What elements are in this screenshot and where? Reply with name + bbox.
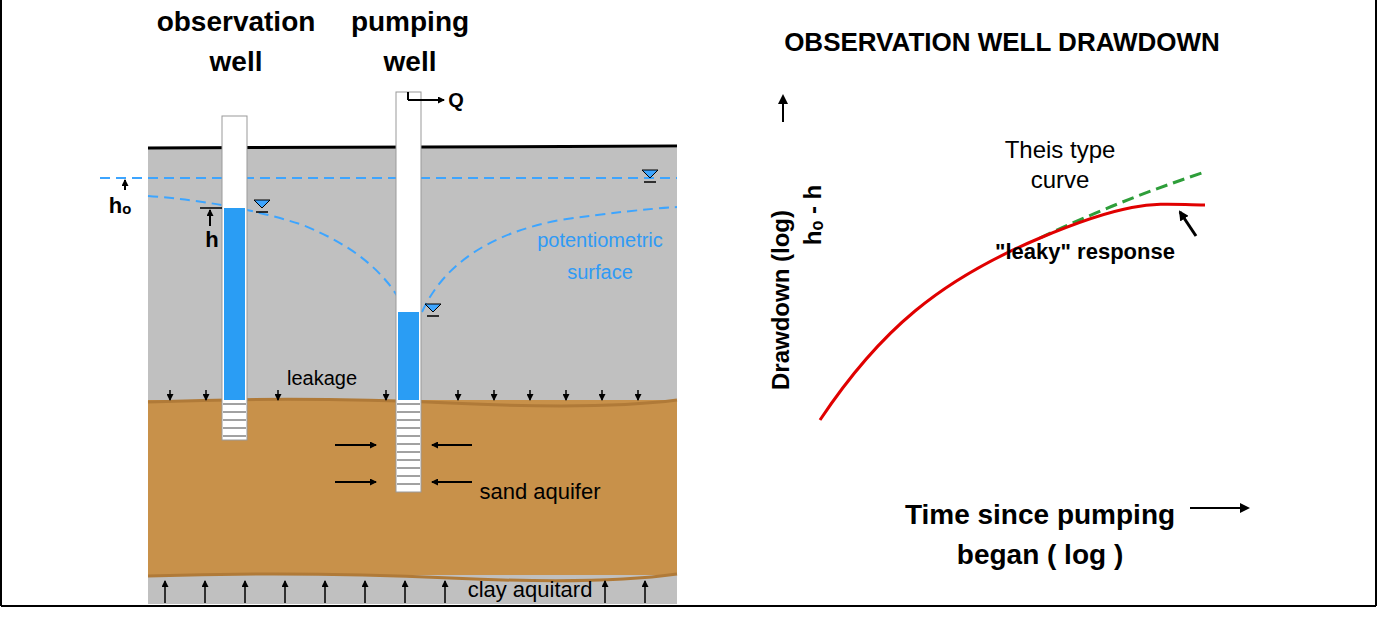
screen-slot [397, 468, 420, 469]
screen-slot [397, 412, 420, 413]
flow-arrow [164, 581, 166, 603]
flow-arrow [385, 390, 387, 400]
label: "leaky" response [995, 239, 1175, 265]
flow-arrow [284, 581, 286, 603]
label: Time since pumping began ( log ) [870, 495, 1210, 575]
flow-arrow [601, 390, 603, 400]
flow-arrow [604, 581, 606, 603]
flow-arrow [404, 581, 406, 603]
screen-slot [397, 436, 420, 437]
screen-slot [397, 452, 420, 453]
label: Drawdown (log) [766, 210, 795, 390]
screen-slot [397, 460, 420, 461]
screen-slot [397, 484, 420, 485]
screen-slot [223, 412, 246, 413]
screen-slot [223, 428, 246, 429]
label: leakage [287, 366, 357, 390]
static-level [100, 177, 677, 179]
flow-arrow [457, 390, 459, 400]
screen-slot [223, 420, 246, 421]
aquitard-band: clay aquitard [148, 575, 677, 605]
screen-slot [397, 444, 420, 445]
layer-label: clay aquitard [468, 578, 593, 602]
layer-label: sand aquifer [479, 480, 600, 504]
flow-arrow [169, 390, 171, 400]
aquifer-band: sand aquifer [148, 400, 677, 575]
screen-slot [223, 404, 246, 405]
flow-arrow [364, 581, 366, 603]
screen-slot [223, 436, 246, 437]
label: hₒ [109, 193, 131, 219]
flow-arrow [277, 390, 279, 400]
flow-arrow [204, 581, 206, 603]
flow-arrow [444, 581, 446, 603]
flow-arrow [205, 390, 207, 400]
label: OBSERVATION WELL DRAWDOWN [784, 27, 1220, 58]
label: potentiometric surface [515, 224, 685, 288]
screen-slot [397, 420, 420, 421]
screen-slot [397, 476, 420, 477]
label: Theis type curve [980, 135, 1140, 195]
flow-arrow [493, 390, 495, 400]
flow-arrow [324, 581, 326, 603]
flow-arrow [644, 581, 646, 603]
label: hₒ - h [798, 185, 827, 246]
screen-slot [397, 428, 420, 429]
label: observation well [141, 2, 331, 82]
leaky-curve [820, 204, 1205, 420]
label: Q [448, 88, 464, 112]
flow-arrow [529, 390, 531, 400]
flow-arrow [565, 390, 567, 400]
label: pumping well [330, 2, 490, 82]
label: h [205, 227, 218, 253]
flow-arrow [637, 390, 639, 400]
flow-arrow [244, 581, 246, 603]
screen-slot [397, 404, 420, 405]
